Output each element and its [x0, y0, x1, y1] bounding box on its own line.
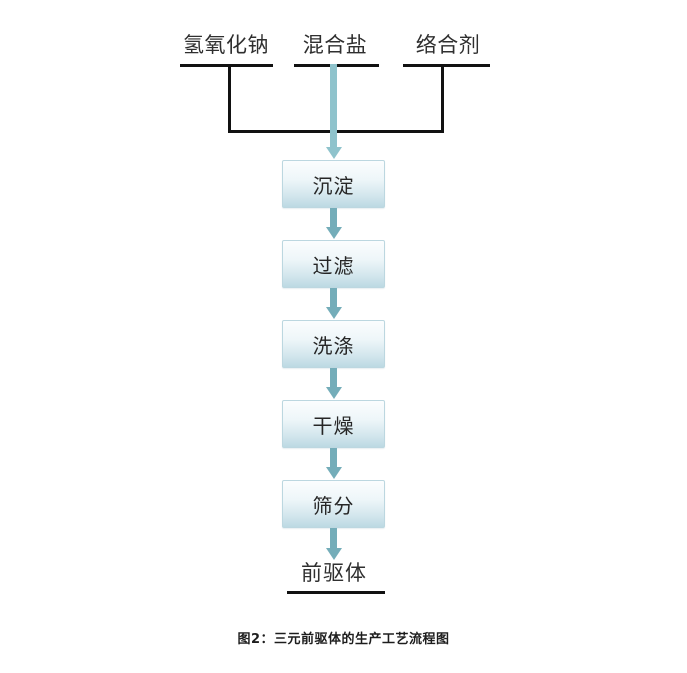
process-box-label: 筛分 [312, 493, 355, 518]
process-box-filtration[interactable]: 过滤 [282, 240, 385, 288]
input-label-sodium-hydroxide: 氢氧化钠 [183, 33, 269, 57]
output-label-precursor: 前驱体 [301, 561, 367, 585]
arrow-filtration-to-washing [330, 288, 337, 308]
process-box-label: 洗涤 [312, 333, 355, 358]
figure-caption: 图2：三元前驱体的生产工艺流程图 [237, 632, 450, 647]
input-rule-complexing-agent [403, 64, 490, 67]
arrow-sieving-to-precursor [330, 528, 337, 549]
manifold-left-stem [228, 64, 231, 133]
process-box-washing[interactable]: 洗涤 [282, 320, 385, 368]
input-label-mixed-salt: 混合盐 [302, 33, 368, 57]
process-box-precipitation[interactable]: 沉淀 [282, 160, 385, 208]
arrow-precipitation-to-filtration [330, 208, 337, 228]
process-box-label: 过滤 [312, 253, 355, 278]
process-box-drying[interactable]: 干燥 [282, 400, 385, 448]
process-box-label: 干燥 [312, 413, 355, 438]
input-label-complexing-agent: 络合剂 [415, 33, 481, 57]
arrow-drying-to-sieving [330, 448, 337, 468]
arrow-feed-to-precipitation [330, 64, 337, 148]
input-rule-sodium-hydroxide [180, 64, 273, 67]
output-rule-precursor [287, 591, 385, 594]
process-box-label: 沉淀 [312, 173, 355, 198]
process-box-sieving[interactable]: 筛分 [282, 480, 385, 528]
arrow-washing-to-drying [330, 368, 337, 388]
manifold-right-stem [441, 64, 444, 133]
